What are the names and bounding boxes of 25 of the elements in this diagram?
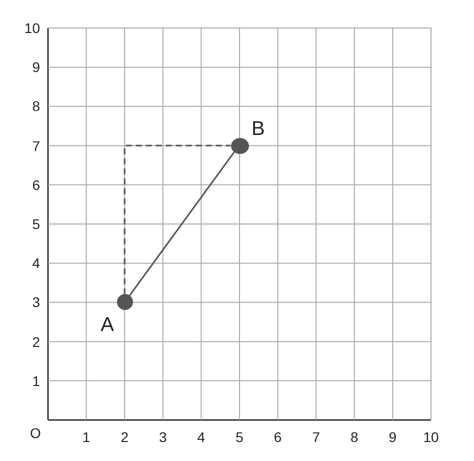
y-axis-tick-label: 8 <box>32 98 40 114</box>
x-axis-tick-label: 1 <box>82 429 90 445</box>
y-axis-tick-label: 5 <box>32 216 40 232</box>
y-axis-tick-label: 9 <box>32 59 40 76</box>
y-axis-tick-label: 4 <box>32 255 40 272</box>
origin-label: O <box>30 425 41 441</box>
x-axis-tick-label: 4 <box>197 429 206 445</box>
y-axis-tick-label: 3 <box>32 294 40 310</box>
y-axis-tick-label: 7 <box>32 138 40 154</box>
point-marker <box>116 294 133 310</box>
x-axis-tick-label: 8 <box>350 429 358 445</box>
y-axis-tick-label: 10 <box>24 20 40 36</box>
x-axis-tick-label: 7 <box>312 429 320 445</box>
x-axis-tick-label: 6 <box>274 429 282 445</box>
x-axis-tick-label: 2 <box>120 429 128 445</box>
point-label: A <box>100 314 114 336</box>
y-axis-tick-label: 2 <box>32 334 40 350</box>
x-axis-tick-label: 5 <box>236 429 244 445</box>
point-marker <box>230 138 248 154</box>
x-axis-tick-label: 9 <box>388 429 397 445</box>
y-axis-tick-label: 1 <box>32 372 40 389</box>
x-axis-tick-label: 10 <box>423 429 439 445</box>
point-label: B <box>252 118 265 140</box>
x-axis-tick-label: 3 <box>159 429 167 445</box>
y-axis-tick-label: 6 <box>32 176 40 193</box>
